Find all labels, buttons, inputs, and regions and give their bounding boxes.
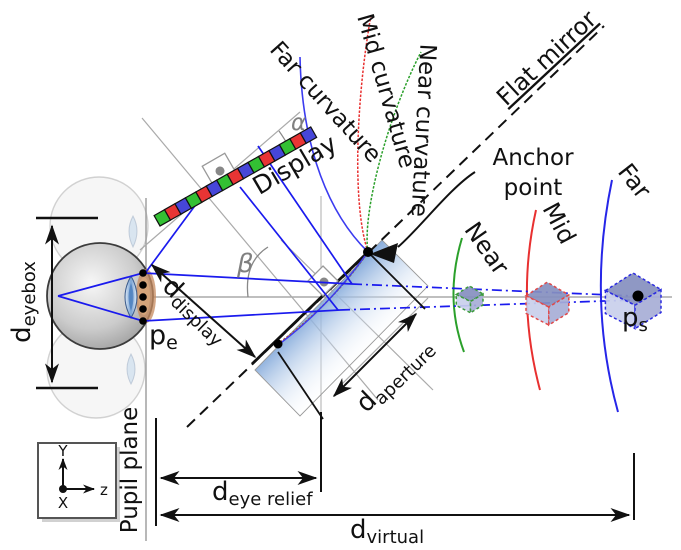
aperture-arrow	[332, 312, 418, 398]
display-pixel-bar	[153, 126, 318, 227]
mirror-far-curve	[277, 251, 369, 346]
virtual-image-cube-mid	[524, 281, 571, 327]
anchor-point-label-line1: Anchor	[492, 145, 574, 171]
display-distance-arrow	[150, 264, 257, 358]
p-s-dot	[632, 290, 644, 302]
display-pivot-dot	[215, 166, 225, 176]
cube-right-face	[634, 288, 662, 330]
retina-ray-upper	[57, 272, 144, 297]
virtual-image-cube-near	[454, 285, 485, 315]
pupil-dot	[139, 305, 147, 313]
cube-left-face	[455, 293, 472, 315]
p-e-label: pe	[149, 320, 178, 354]
virtual-distance-label: dvirtual	[350, 515, 424, 546]
coordinate-frame: Y X z	[37, 442, 120, 522]
anchor-leader-line	[397, 171, 476, 248]
coord-box	[37, 442, 117, 519]
alpha-label: α	[291, 110, 306, 136]
measurements	[36, 216, 635, 526]
mirror-lower-dot	[273, 339, 283, 349]
y-axis-label: Y	[57, 442, 68, 460]
x-axis-label: X	[58, 494, 68, 512]
aperture-tick-upper	[368, 252, 426, 310]
far-plane-arc	[599, 179, 619, 413]
curvature-curves	[299, 14, 422, 253]
pupil-dot	[139, 269, 147, 277]
beta-label: β	[236, 249, 254, 279]
cube-right-face	[548, 293, 570, 327]
display-pixel-b	[299, 126, 318, 145]
virtual-ray-lower	[339, 299, 635, 311]
display-mirror-ray-2	[257, 145, 353, 285]
aperture-tick-lower	[277, 351, 324, 420]
anchor-leader-arrowhead	[370, 243, 398, 263]
cube-right-face	[469, 292, 484, 315]
mirror-surface-line	[251, 250, 369, 366]
cube-left-face	[525, 294, 550, 327]
p-s-label: ps	[622, 303, 648, 336]
eye-lens-core	[128, 283, 134, 311]
virtual-image-cube-far	[603, 272, 663, 330]
display-mirror-ray-1	[239, 186, 339, 311]
mid-curvature-curve	[356, 14, 372, 253]
anchor-point-dot	[363, 247, 373, 257]
pupil-sample-dots	[139, 269, 147, 325]
pupil-dot	[139, 293, 147, 301]
anchor-point-label-line2: point	[504, 175, 563, 201]
near-curvature-curve	[366, 51, 422, 253]
virtual-image-cubes	[454, 272, 663, 330]
ghost-lens-bottom	[126, 352, 136, 386]
eyebox-label: deyebox	[7, 261, 40, 343]
pupil-dot	[139, 317, 147, 325]
z-axis-label: z	[100, 481, 108, 499]
retina-ray-lower	[57, 295, 144, 322]
x-axis-origin-dot	[59, 485, 67, 493]
far-curvature-curve	[299, 56, 369, 253]
pupil-plane-label: Pupil plane	[117, 407, 143, 534]
pupil-dot	[139, 281, 147, 289]
near-plane-arc	[452, 237, 465, 353]
ghost-lens-top	[128, 214, 138, 249]
eye-relief-label: deye relief	[212, 477, 313, 510]
virtual-ray-upper	[351, 283, 635, 297]
